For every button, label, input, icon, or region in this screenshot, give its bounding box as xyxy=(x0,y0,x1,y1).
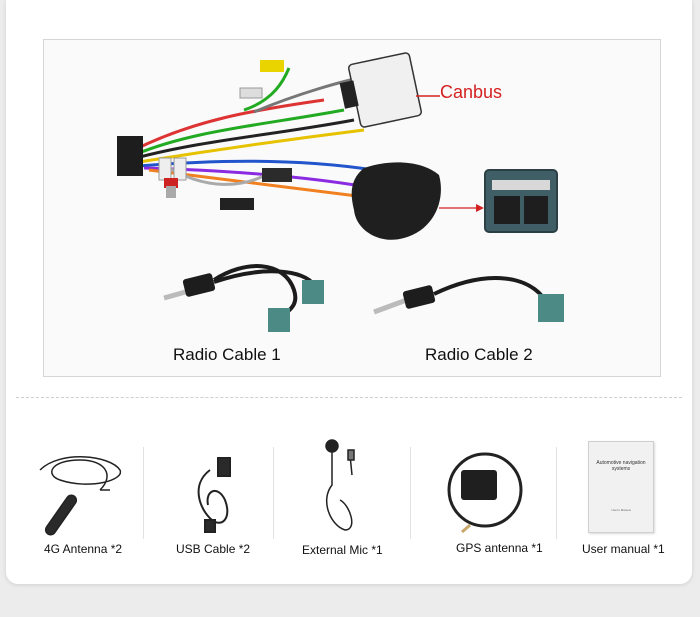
radio-cable-1 xyxy=(163,264,324,332)
harness-illustration xyxy=(117,52,564,332)
rca-plugs xyxy=(158,157,187,198)
iso-connector xyxy=(117,136,143,176)
manual-subtitle: User's Manual xyxy=(611,508,631,512)
accessory-label-4g-antenna: 4G Antenna *2 xyxy=(44,542,123,556)
4g-antenna-image xyxy=(39,456,121,536)
quadlock-connector-face xyxy=(484,169,558,233)
radio-cable-2 xyxy=(373,276,564,322)
user-manual-image: Automotive navigation systems User's Man… xyxy=(588,441,654,533)
accessory-label-user-manual: User manual *1 xyxy=(582,542,665,556)
external-mic-image xyxy=(325,439,355,531)
accessory-label-gps-antenna: GPS antenna *1 xyxy=(456,541,543,555)
accessory-separator xyxy=(556,447,557,539)
accessory-label-external-mic: External Mic *1 xyxy=(302,543,383,557)
usb-cable-image xyxy=(197,457,231,533)
canbus-box xyxy=(339,52,422,128)
accessories-illustrations xyxy=(39,439,523,536)
canbus-callout: Canbus xyxy=(440,82,503,102)
accessory-label-usb-cable: USB Cable *2 xyxy=(176,542,251,556)
accessory-separator xyxy=(410,447,411,539)
yellow-connector xyxy=(260,60,284,72)
accessory-separator xyxy=(143,447,144,539)
accessory-separator xyxy=(273,447,274,539)
wiring-harness-panel xyxy=(43,39,661,377)
radio-cable-1-label: Radio Cable 1 xyxy=(173,345,281,364)
radio-cable-2-label: Radio Cable 2 xyxy=(425,345,533,364)
foam-connector xyxy=(351,162,441,240)
section-divider xyxy=(16,397,682,398)
manual-title: Automotive navigation systems xyxy=(596,460,646,472)
gps-antenna-image xyxy=(447,452,523,534)
